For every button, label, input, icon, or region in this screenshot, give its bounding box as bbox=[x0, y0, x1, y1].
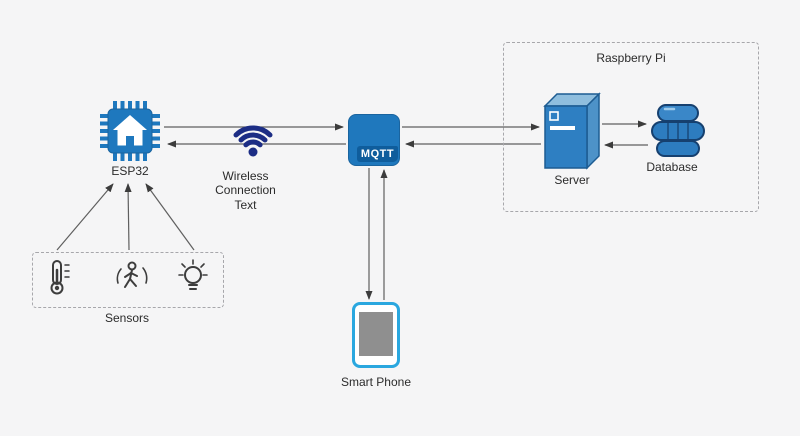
server-label: Server bbox=[554, 173, 590, 187]
node-wireless: Wireless Connection Text bbox=[215, 106, 283, 212]
chip-house-icon bbox=[100, 101, 160, 161]
wireless-label: Wireless Connection Text bbox=[215, 169, 276, 212]
smartphone-label: Smart Phone bbox=[340, 375, 412, 389]
sensor-icons bbox=[50, 259, 208, 295]
server-icon bbox=[543, 92, 601, 170]
edge-thermometer-to-esp32 bbox=[56, 183, 114, 251]
edge-bulb-to-esp32 bbox=[145, 183, 195, 251]
edge-motion-to-esp32 bbox=[124, 183, 132, 251]
raspberry-pi-group-label: Raspberry Pi bbox=[596, 51, 666, 65]
sensors-group-label: Sensors bbox=[104, 311, 150, 325]
esp32-label: ESP32 bbox=[111, 164, 149, 178]
node-server: Server bbox=[542, 92, 602, 187]
node-mqtt: MQTT bbox=[348, 114, 400, 166]
light-bulb-icon bbox=[178, 259, 208, 290]
raspberry-pi-group: Raspberry Pi bbox=[503, 42, 759, 212]
database-icon bbox=[651, 104, 705, 157]
node-esp32: ESP32 bbox=[100, 101, 160, 178]
mqtt-badge: MQTT bbox=[357, 146, 398, 162]
motion-sensor-icon bbox=[116, 261, 148, 288]
wifi-icon bbox=[233, 125, 273, 157]
sensors-group bbox=[32, 252, 224, 308]
node-smartphone bbox=[352, 302, 400, 368]
thermometer-icon bbox=[50, 260, 70, 295]
node-database: Database bbox=[646, 103, 706, 174]
database-label: Database bbox=[646, 160, 698, 174]
smartphone-screen bbox=[359, 312, 393, 356]
